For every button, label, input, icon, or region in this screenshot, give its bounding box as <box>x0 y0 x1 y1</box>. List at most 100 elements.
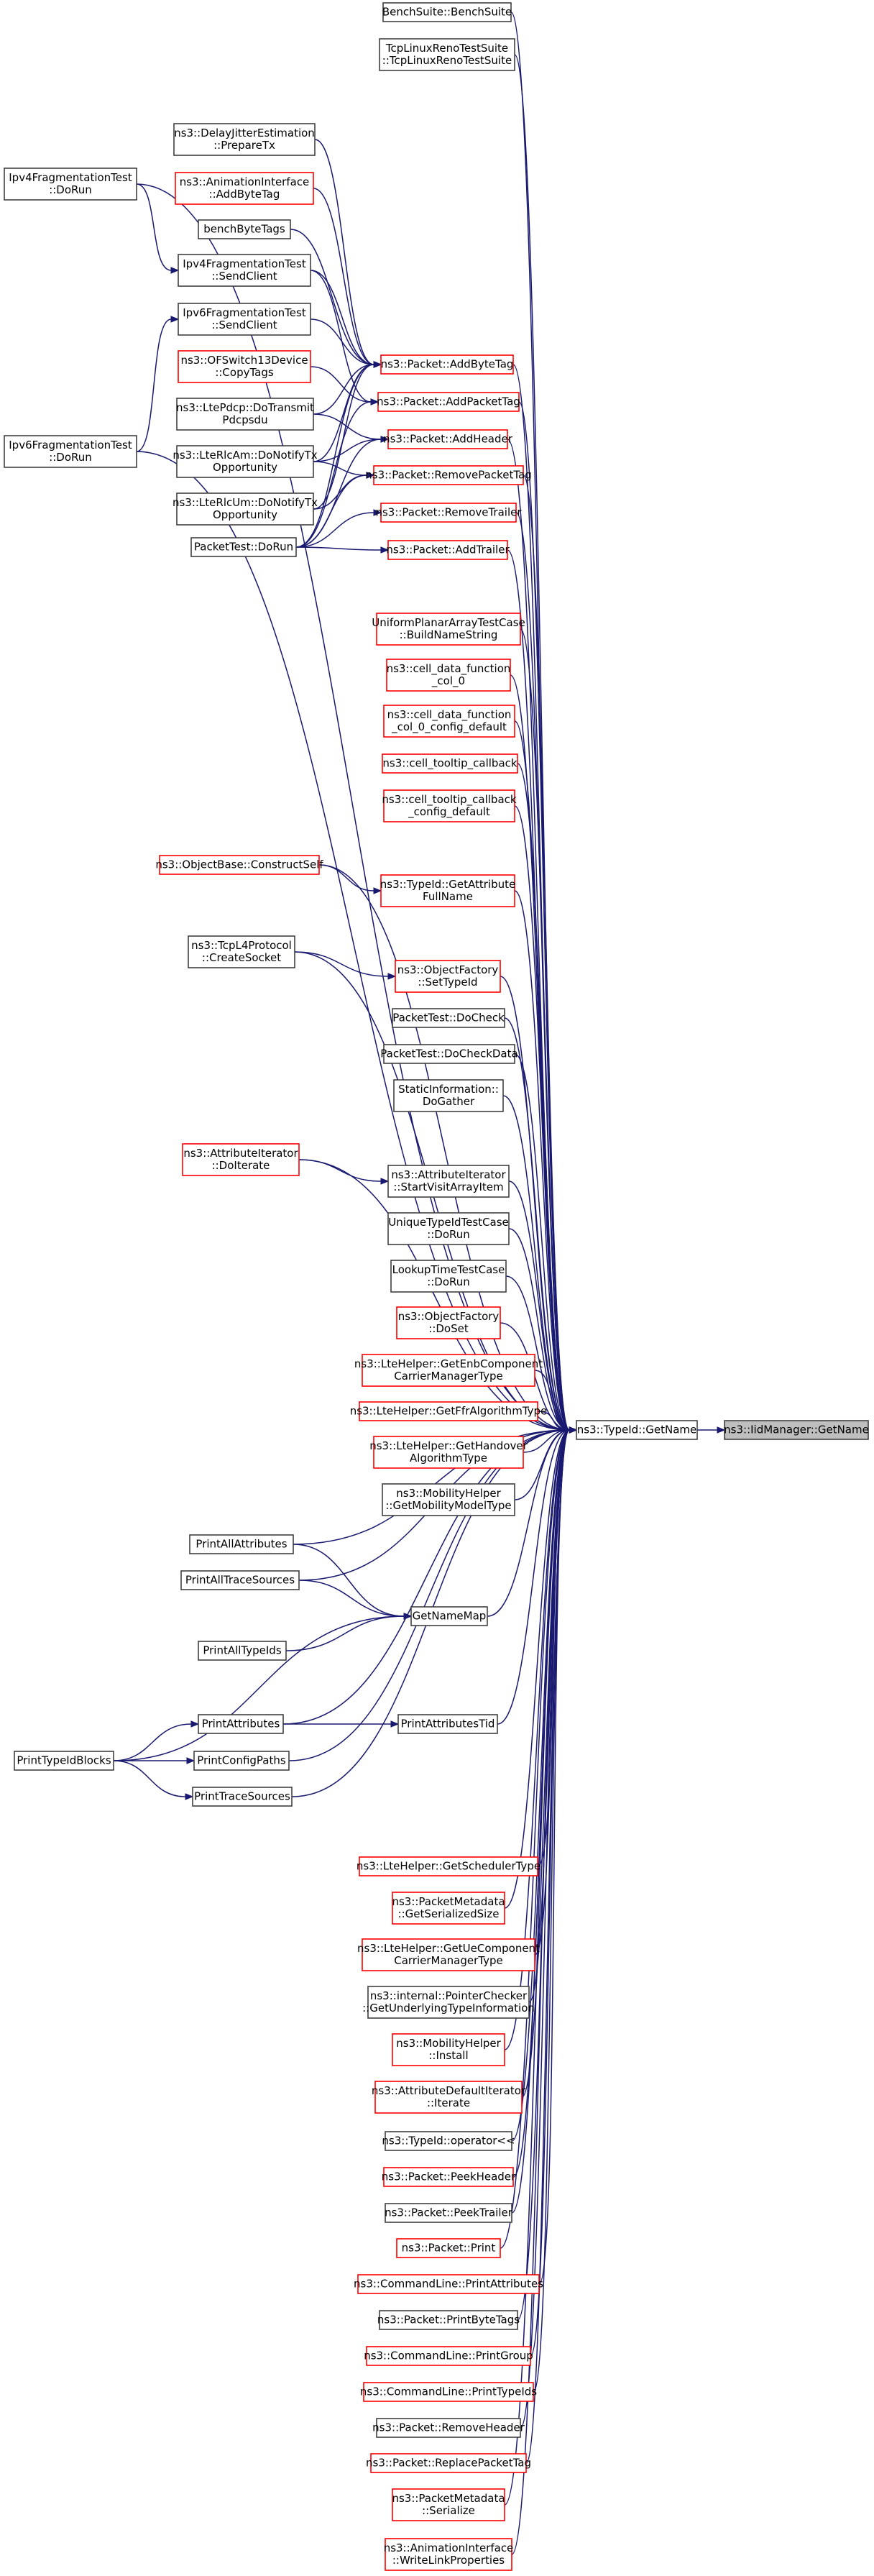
node-pkt-removepackettag[interactable]: ns3::Packet::RemovePacketTag <box>365 465 532 485</box>
node-objfactory-settypeid[interactable]: ns3::ObjectFactory::SetTypeId <box>395 960 501 993</box>
node-typeid-getname[interactable]: ns3::TypeId::GetName <box>576 1420 698 1440</box>
node-pkt-removetrailer[interactable]: ns3::Packet::RemoveTrailer <box>375 503 522 523</box>
node-label: ns3::cell_data_function <box>387 708 512 722</box>
edge-pkt_print-to-typeid_getname <box>500 1429 570 2249</box>
node-cell-data-col0-cfg[interactable]: ns3::cell_data_function_col_0_config_def… <box>383 705 515 738</box>
node-print-all-typeids[interactable]: PrintAllTypeIds <box>198 1641 287 1661</box>
node-pkt-peekheader[interactable]: ns3::Packet::PeekHeader <box>382 2167 516 2187</box>
node-box <box>362 1354 535 1387</box>
node-print-typeid-blocks[interactable]: PrintTypeIdBlocks <box>14 1751 114 1771</box>
edge-ofswitch_copytags-to-pkt_addpackettag <box>310 366 372 403</box>
node-ipv6frag-sendclient[interactable]: Ipv6FragmentationTest::SendClient <box>178 303 311 336</box>
node-ltehelper-ue[interactable]: ns3::LteHelper::GetUeComponentCarrierMan… <box>357 1938 540 1971</box>
node-cmdline-printgroup[interactable]: ns3::CommandLine::PrintGroup <box>364 2346 533 2366</box>
node-cmdline-printtypeids[interactable]: ns3::CommandLine::PrintTypeIds <box>360 2382 537 2402</box>
node-print-attributes[interactable]: PrintAttributes <box>198 1714 284 1734</box>
edge-getnamemap-to-typeid_getname <box>487 1429 570 1617</box>
node-box <box>198 1714 284 1734</box>
node-pkt-removeheader[interactable]: ns3::Packet::RemoveHeader <box>372 2418 525 2438</box>
node-cell-tooltip[interactable]: ns3::cell_tooltip_callback <box>382 753 518 774</box>
node-pkt-addtrailer[interactable]: ns3::Packet::AddTrailer <box>386 540 510 560</box>
node-ltehelper-ffr[interactable]: ns3::LteHelper::GetFfrAlgorithmType <box>350 1401 548 1421</box>
node-mobility-install[interactable]: ns3::MobilityHelper::Install <box>392 2033 505 2066</box>
node-attrdefault-iterate[interactable]: ns3::AttributeDefaultIterator::Iterate <box>372 2081 526 2114</box>
node-getnamemap[interactable]: GetNameMap <box>410 1606 488 1626</box>
node-cell-data-col0[interactable]: ns3::cell_data_function_col_0 <box>386 659 511 692</box>
node-lookuptime-dorun[interactable]: LookupTimeTestCase::DoRun <box>390 1260 507 1293</box>
node-cell-tooltip-cfg[interactable]: ns3::cell_tooltip_callback_config_defaul… <box>382 789 517 822</box>
node-bench-suite[interactable]: BenchSuite::BenchSuite <box>382 2 512 22</box>
node-pkt-replacepackettag[interactable]: ns3::Packet::ReplacePacketTag <box>366 2453 531 2473</box>
node-label: ns3::Packet::PrintByteTags <box>377 2314 520 2327</box>
node-label: ns3::cell_tooltip_callback <box>382 757 517 771</box>
node-print-all-attributes[interactable]: PrintAllAttributes <box>189 1534 294 1554</box>
node-print-attributes-tid[interactable]: PrintAttributesTid <box>397 1714 498 1734</box>
node-pkt-addpackettag[interactable]: ns3::Packet::AddPacketTag <box>377 392 520 412</box>
edge-ltérlcam-to-pkt_addheader <box>313 439 382 462</box>
node-ofswitch-copytags[interactable]: ns3::OFSwitch13Device::CopyTags <box>178 350 311 383</box>
node-pktmeta-getserializedsize[interactable]: ns3::PacketMetadata::GetSerializedSize <box>392 1892 505 1925</box>
node-pointerchecker[interactable]: ns3::internal::PointerChecker::GetUnderl… <box>362 1986 535 2019</box>
node-anim-addbytetag[interactable]: ns3::AnimationInterface::AddByteTag <box>175 172 314 205</box>
node-label: ns3::Packet::AddPacketTag <box>377 395 520 408</box>
node-staticinfo-dogather[interactable]: StaticInformation::DoGather <box>393 1079 504 1112</box>
node-box <box>387 429 508 449</box>
node-label: ns3::LteHelper::GetHandover <box>369 1439 528 1452</box>
node-packettest-docheckdata[interactable]: PacketTest::DoCheckData <box>380 1044 518 1064</box>
node-pkt-addheader[interactable]: ns3::Packet::AddHeader <box>383 429 513 449</box>
node-pktmeta-serialize[interactable]: ns3::PacketMetadata::Serialize <box>392 2488 505 2521</box>
node-delay-jitter[interactable]: ns3::DelayJitterEstimation::PrepareTx <box>173 123 316 156</box>
node-iidmanager-getname[interactable]: ns3::IidManager::GetName <box>724 1420 869 1440</box>
node-ipv4frag-dorun[interactable]: Ipv4FragmentationTest::DoRun <box>4 168 137 201</box>
node-pkt-peektrailer[interactable]: ns3::Packet::PeekTrailer <box>385 2203 513 2223</box>
node-packettest-docheck[interactable]: PacketTest::DoCheck <box>392 1008 505 1028</box>
node-label: GetNameMap <box>413 1610 487 1623</box>
edge-print_attributes-to-typeid_getname <box>282 1429 570 1725</box>
node-typeid-operator[interactable]: ns3::TypeId::operator<< <box>382 2131 515 2151</box>
node-attriter-startvisit[interactable]: ns3::AttributeIterator::StartVisitArrayI… <box>387 1165 510 1198</box>
node-ipv4frag-sendclient[interactable]: Ipv4FragmentationTest::SendClient <box>178 254 311 287</box>
node-label: PacketTest::DoCheck <box>392 1012 505 1025</box>
node-print-all-tracesources[interactable]: PrintAllTraceSources <box>180 1570 300 1590</box>
node-ltehelper-scheduler[interactable]: ns3::LteHelper::GetSchedulerType <box>356 1856 540 1876</box>
node-label: ::PrepareTx <box>213 139 275 152</box>
edge-print_typeid_blocks-to-print_attributes <box>113 1723 192 1761</box>
node-mobility-getmodeltype[interactable]: ns3::MobilityHelper::GetMobilityModelTyp… <box>382 1483 515 1516</box>
node-ltehelper-enb[interactable]: ns3::LteHelper::GetEnbComponentCarrierMa… <box>354 1354 543 1387</box>
node-print-config-paths[interactable]: PrintConfigPaths <box>193 1751 290 1771</box>
node-label: Ipv4FragmentationTest <box>9 171 132 184</box>
node-packettest-dorun[interactable]: PacketTest::DoRun <box>190 537 297 557</box>
edge-packettest_dorun-to-pkt_addpackettag <box>295 401 372 548</box>
node-label: ::GetUnderlyingTypeInformation <box>362 2002 535 2014</box>
node-label: ::GetSerializedSize <box>398 1907 500 1920</box>
node-label: PrintAllAttributes <box>196 1538 287 1551</box>
node-tcpl4-createsocket[interactable]: ns3::TcpL4Protocol::CreateSocket <box>188 935 295 968</box>
edge-attriter_doiterate-to-attriter_startvisit <box>298 1159 382 1182</box>
node-label: TcpLinuxRenoTestSuite <box>385 42 508 55</box>
edge-ltepdcp-to-pkt_addbytetag <box>313 364 374 415</box>
node-anim-writelinkprops[interactable]: ns3::AnimationInterface::WriteLinkProper… <box>384 2538 514 2571</box>
node-upa-buildname[interactable]: UniformPlanarArrayTestCase::BuildNameStr… <box>372 613 525 646</box>
node-tcp-linux-reno[interactable]: TcpLinuxRenoTestSuite::TcpLinuxRenoTestS… <box>379 38 515 71</box>
node-label: ::Iterate <box>427 2096 470 2109</box>
node-cmdline-printattributes[interactable]: ns3::CommandLine::PrintAttributes <box>354 2274 543 2294</box>
node-uniquetypeid-dorun[interactable]: UniqueTypeIdTestCase::DoRun <box>387 1212 510 1245</box>
node-ipv6frag-dorun[interactable]: Ipv6FragmentationTest::DoRun <box>4 435 137 468</box>
node-objfactory-doset[interactable]: ns3::ObjectFactory::DoSet <box>396 1306 501 1339</box>
node-attriter-doiterate[interactable]: ns3::AttributeIterator::DoIterate <box>182 1143 300 1176</box>
node-print-trace-sources[interactable]: PrintTraceSources <box>192 1787 293 1807</box>
node-label: Pdcpsdu <box>222 413 267 426</box>
node-objectbase-constructself[interactable]: ns3::ObjectBase::ConstructSelf <box>155 855 323 875</box>
node-bench-bytetags[interactable]: benchByteTags <box>198 219 291 239</box>
node-pkt-print[interactable]: ns3::Packet::Print <box>396 2238 501 2258</box>
node-pkt-printbytetags[interactable]: ns3::Packet::PrintByteTags <box>377 2310 520 2330</box>
node-label: BenchSuite::BenchSuite <box>382 6 512 19</box>
edge-lterlcum-to-pkt_removepackettag <box>313 475 367 510</box>
node-pkt-addbytetag[interactable]: ns3::Packet::AddByteTag <box>380 354 514 375</box>
